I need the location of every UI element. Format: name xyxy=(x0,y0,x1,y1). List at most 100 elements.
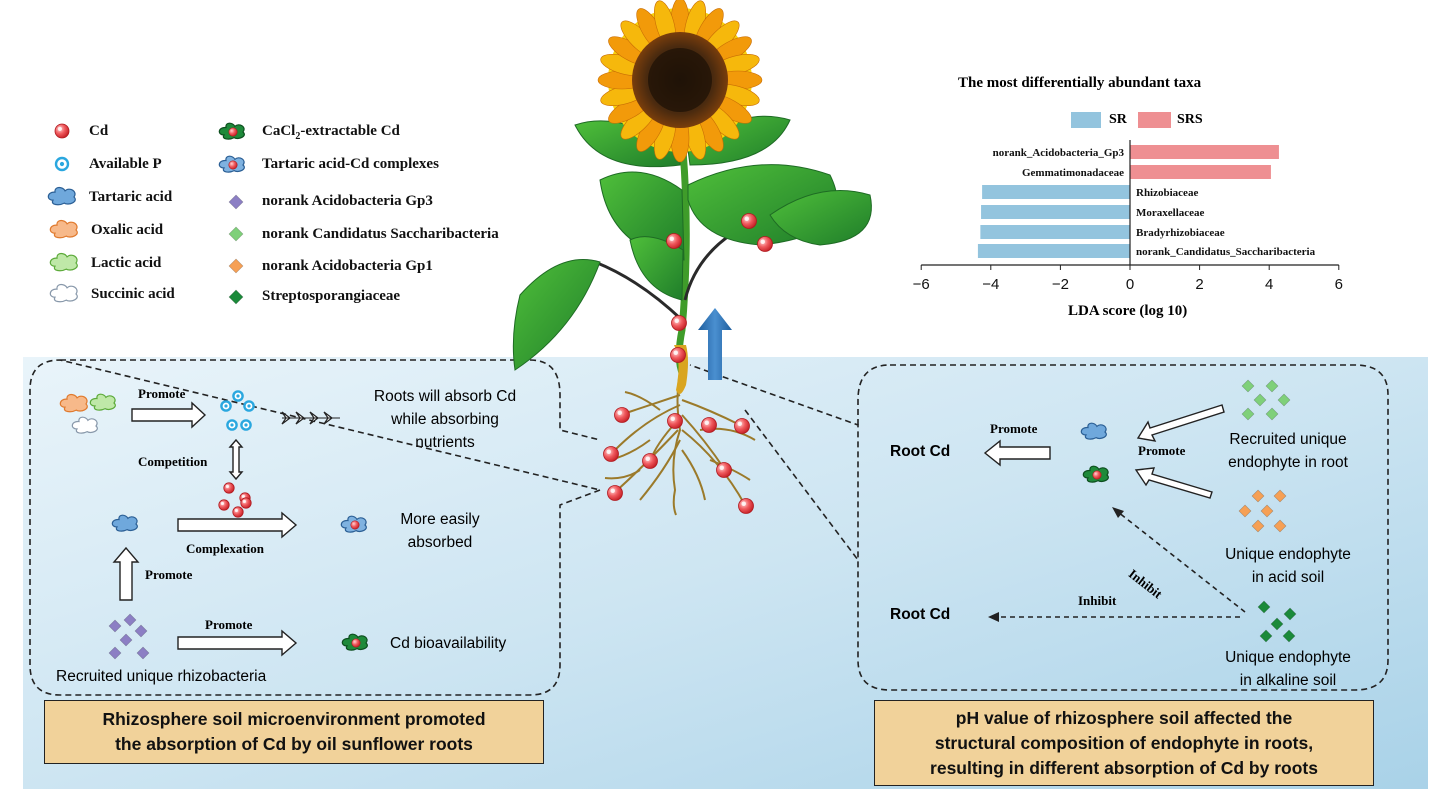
gp3-diamond-icon xyxy=(123,613,137,627)
legend-lactic-acid-icon xyxy=(49,252,78,272)
left-title-line-1: Rhizosphere soil microenvironment promot… xyxy=(102,709,486,729)
succinic-acid-icon xyxy=(71,416,98,434)
cacl2-subscript: 2 xyxy=(295,131,301,142)
gp1-diamond-icon xyxy=(1251,519,1265,533)
cacl2-cd-icon xyxy=(341,633,368,651)
acid-soil-line-1: Unique endophyte xyxy=(1225,546,1351,563)
uptake-arrow xyxy=(698,308,732,380)
available-p-icon xyxy=(220,400,232,412)
promote-label-1: Promote xyxy=(138,386,186,401)
roots-absorb-text: Roots will absorb Cd while absorbing nut… xyxy=(355,385,535,454)
gp3-diamond-icon xyxy=(119,633,133,647)
right-title-line-2: structural composition of endophyte in r… xyxy=(934,732,1314,753)
tartaric-acid-icon xyxy=(1080,422,1107,440)
promote-label-2: Promote xyxy=(145,567,193,582)
legend-tartaric-cd-complex-icon xyxy=(218,155,245,173)
plant-cd-ion-icon xyxy=(667,413,683,429)
alkaline-soil-text: Unique endophyte in alkaline soil xyxy=(1200,646,1376,692)
plant-cd-ion-icon xyxy=(734,418,750,434)
legend-streptosporangiaceae-diamond-icon xyxy=(228,289,244,305)
left-panel-arrows xyxy=(112,401,298,657)
plant-cd-ion-icon xyxy=(607,485,623,501)
root-to-right-connector xyxy=(744,409,859,561)
oxalic-acid-icon xyxy=(59,393,88,413)
gp3-diamond-icon xyxy=(108,619,122,633)
legend-available-p-icon xyxy=(54,156,70,172)
saccharibacteria-diamond-icon xyxy=(1265,379,1279,393)
cd-bioavailability-text: Cd bioavailability xyxy=(390,635,507,652)
chart-xlabel: LDA score (log 10) xyxy=(1068,303,1188,319)
lda-bar-label: norank_Acidobacteria_Gp3 xyxy=(993,147,1125,159)
lda-bar xyxy=(1130,165,1271,179)
streptosporangiaceae-diamond-icon xyxy=(1270,617,1284,631)
alkaline-soil-line-2: in alkaline soil xyxy=(1239,672,1337,689)
chart-title: The most differentially abundant taxa xyxy=(958,75,1202,91)
plant-cd-ion-icon xyxy=(738,498,754,514)
tartaric-cd-complex-icon xyxy=(340,515,367,533)
more-easily-line-2: absorbed xyxy=(407,534,473,551)
promote-label-3: Promote xyxy=(205,617,253,632)
legend-oxalic-acid-icon xyxy=(49,219,78,239)
legend-label-gp3: norank Acidobacteria Gp3 xyxy=(262,193,433,209)
gp1-diamond-icon xyxy=(1260,504,1274,518)
legend-succinic-acid-icon xyxy=(49,283,78,303)
streptosporangiaceae-diamond-icon xyxy=(1259,629,1273,643)
promote-label-root-cd: Promote xyxy=(990,421,1038,436)
dashed-chevrons xyxy=(281,411,340,425)
cd-ion-icon xyxy=(232,506,244,518)
legend-sr-swatch xyxy=(1071,112,1101,128)
lactic-acid-icon xyxy=(89,393,116,411)
available-p-icon xyxy=(232,390,244,402)
saccharibacteria-diamond-icon xyxy=(1241,407,1255,421)
promote-label-endophyte: Promote xyxy=(1138,443,1186,458)
legend-label-complexes: Tartaric acid-Cd complexes xyxy=(262,156,439,172)
legend-srs-swatch xyxy=(1138,112,1171,128)
plant-cd-ion-icon xyxy=(614,407,630,423)
plant-cd-ion-icon xyxy=(671,315,687,331)
leaf-low-left xyxy=(512,258,601,371)
endophyte-root-arrow xyxy=(1136,404,1225,442)
lda-x-tick-label: 2 xyxy=(1195,276,1203,293)
lda-bar xyxy=(981,205,1130,219)
roots-absorb-line-3: nutrients xyxy=(415,434,475,451)
available-p-icon xyxy=(243,400,255,412)
legend-label-available-p: Available P xyxy=(89,156,162,172)
legend-saccharibacteria-diamond-icon xyxy=(228,226,244,242)
legend-cd-icon xyxy=(54,123,70,139)
lda-x-tick-label: 0 xyxy=(1126,276,1134,293)
promote-arrow-2 xyxy=(112,546,140,601)
sunflower-head xyxy=(597,0,763,163)
right-dashed-panel xyxy=(689,364,1389,691)
legend-tartaric-acid-icon xyxy=(47,186,76,206)
saccharibacteria-diamond-icon xyxy=(1241,379,1255,393)
right-panel-connector xyxy=(857,364,891,425)
legend-label-gp1: norank Acidobacteria Gp1 xyxy=(262,258,433,274)
legend-label-cacl2: CaCl2-extractable Cd xyxy=(262,123,400,142)
roots-absorb-line-2: while absorbing xyxy=(391,411,499,428)
competition-arrow xyxy=(228,438,244,481)
promote-arrow-1 xyxy=(131,401,207,429)
alkaline-soil-line-1: Unique endophyte xyxy=(1225,649,1351,666)
lda-x-tick-label: −4 xyxy=(982,276,999,293)
cacl2-text: CaCl xyxy=(262,123,296,139)
cd-ion-icon xyxy=(240,497,252,509)
legend-label-streptosporangiaceae: Streptosporangiaceae xyxy=(262,288,401,304)
cd-ion-icon xyxy=(218,499,230,511)
left-dashed-panel xyxy=(29,359,603,696)
sunflower-roots xyxy=(604,371,756,516)
gp1-diamond-icon xyxy=(1273,519,1287,533)
available-p-icon xyxy=(226,419,238,431)
legend-gp3-diamond-icon xyxy=(228,194,244,210)
plant-cd-ion-icon xyxy=(757,236,773,252)
more-easily-text: More easily absorbed xyxy=(385,508,495,554)
streptosporangiaceae-diamond-icon xyxy=(1257,600,1271,614)
root-cd-promote-arrow xyxy=(983,439,1051,467)
saccharibacteria-diamond-icon xyxy=(1253,393,1267,407)
legend-sr-label: SR xyxy=(1109,112,1127,127)
lda-bar-label: Moraxellaceae xyxy=(1136,207,1205,219)
legend-cacl2-cd-icon xyxy=(218,122,245,140)
complexation-arrow xyxy=(177,511,298,539)
lda-bar xyxy=(982,185,1130,199)
lda-bar xyxy=(980,225,1130,239)
